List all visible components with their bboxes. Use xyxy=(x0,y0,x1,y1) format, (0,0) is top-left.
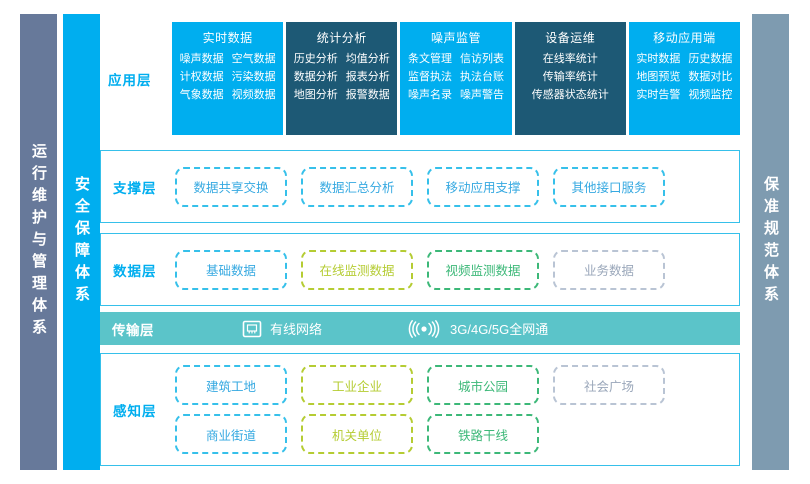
data-chip-video-monitoring[interactable]: 视频监测数据 xyxy=(427,249,539,290)
app-item[interactable]: 传感器状态统计 xyxy=(531,88,609,101)
app-item[interactable]: 空气数据 xyxy=(231,53,276,65)
perception-row: 商业街道 机关单位 铁路干线 xyxy=(175,414,665,454)
app-column-items: 历史分析 均值分析 数据分析 报表分析 地图分析 报警数据 xyxy=(294,52,390,103)
app-item[interactable]: 计权数据 xyxy=(179,70,224,83)
app-column-items: 在线率统计 传输率统计 传感器状态统计 xyxy=(532,52,609,103)
data-chip-business-data[interactable]: 业务数据 xyxy=(553,249,665,290)
app-column-noise-supervision[interactable]: 噪声监管 条文管理 信访列表 监督执法 执法台账 噪声名录 噪声警告 xyxy=(400,22,512,135)
sidebar-operations-management-label: 运行维护与管理体系 xyxy=(30,143,47,341)
app-column-title: 实时数据 xyxy=(202,31,253,45)
app-item[interactable]: 噪声数据 xyxy=(179,53,224,65)
support-layer-chips: 数据共享交换 数据汇总分析 移动应用支撑 其他接口服务 xyxy=(175,166,665,207)
app-item[interactable]: 数据对比 xyxy=(688,70,733,83)
app-column-items: 噪声数据 空气数据 计权数据 污染数据 气象数据 视频数据 xyxy=(180,52,276,103)
app-item[interactable]: 在线率统计 xyxy=(542,53,598,65)
app-item[interactable]: 气象数据 xyxy=(179,88,224,101)
sidebar-security-guarantee: 安全保障体系 xyxy=(63,14,100,470)
app-item[interactable]: 视频监控 xyxy=(688,88,733,101)
app-item[interactable]: 监督执法 xyxy=(408,70,452,83)
app-item[interactable]: 数据分析 xyxy=(293,70,338,83)
app-column-items: 条文管理 信访列表 监督执法 执法台账 噪声名录 噪声警告 xyxy=(408,52,504,103)
app-column-device-operations[interactable]: 设备运维 在线率统计 传输率统计 传感器状态统计 xyxy=(514,22,626,135)
data-layer-chips: 基础数据 在线监测数据 视频监测数据 业务数据 xyxy=(175,249,665,290)
app-item[interactable]: 报警数据 xyxy=(345,88,390,101)
perception-layer-rows: 建筑工地 工业企业 城市公园 社会广场 商业街道 机关单位 铁路干线 xyxy=(175,358,665,461)
transmission-layer: 传输层 有线网络 xyxy=(100,312,740,345)
app-item[interactable]: 污染数据 xyxy=(231,70,276,83)
app-item[interactable]: 信访列表 xyxy=(460,53,504,65)
support-layer: 支撑层 数据共享交换 数据汇总分析 移动应用支撑 其他接口服务 xyxy=(100,150,740,223)
perception-chip-railway-line[interactable]: 铁路干线 xyxy=(427,414,539,454)
app-item[interactable]: 传输率统计 xyxy=(542,70,598,83)
app-item[interactable]: 历史数据 xyxy=(688,53,733,65)
app-item[interactable]: 视频数据 xyxy=(231,88,276,101)
transmission-layer-body: 有线网络 3G/4G/5G全网通 xyxy=(174,312,740,345)
sidebar-standard-specification: 保准规范体系 xyxy=(752,14,789,470)
transmission-item-wireless[interactable]: 3G/4G/5G全网通 xyxy=(406,319,548,338)
transmission-item-wired[interactable]: 有线网络 xyxy=(242,319,322,339)
data-chip-basic-data[interactable]: 基础数据 xyxy=(175,249,287,290)
app-column-realtime-data[interactable]: 实时数据 噪声数据 空气数据 计权数据 污染数据 气象数据 视频数据 xyxy=(172,22,284,135)
data-layer: 数据层 基础数据 在线监测数据 视频监测数据 业务数据 xyxy=(100,233,740,306)
support-chip-other-interface[interactable]: 其他接口服务 xyxy=(553,166,665,207)
perception-chip-city-park[interactable]: 城市公园 xyxy=(427,365,539,405)
app-item[interactable]: 均值分析 xyxy=(345,53,390,65)
perception-layer-body: 建筑工地 工业企业 城市公园 社会广场 商业街道 机关单位 铁路干线 xyxy=(175,354,739,465)
app-item[interactable]: 实时告警 xyxy=(636,88,681,101)
app-column-title: 噪声监管 xyxy=(431,31,482,45)
app-column-mobile-application[interactable]: 移动应用端 实时数据 历史数据 地图预览 数据对比 实时告警 视频监控 xyxy=(628,22,741,135)
transmission-item-wireless-label: 3G/4G/5G全网通 xyxy=(450,322,549,337)
perception-chip-construction-site[interactable]: 建筑工地 xyxy=(175,365,287,405)
transmission-items: 有线网络 3G/4G/5G全网通 xyxy=(174,319,548,339)
sidebar-security-guarantee-label: 安全保障体系 xyxy=(73,176,90,308)
ethernet-port-icon xyxy=(242,319,262,339)
app-item[interactable]: 噪声警告 xyxy=(460,88,504,101)
app-column-title: 移动应用端 xyxy=(653,31,716,45)
app-item[interactable]: 历史分析 xyxy=(293,53,338,65)
support-chip-mobile-support[interactable]: 移动应用支撑 xyxy=(427,166,539,207)
application-layer-columns: 实时数据 噪声数据 空气数据 计权数据 污染数据 气象数据 视频数据 统计分析 … xyxy=(172,22,741,135)
app-column-items: 实时数据 历史数据 地图预览 数据对比 实时告警 视频监控 xyxy=(636,52,732,103)
app-column-title: 设备运维 xyxy=(545,31,596,45)
app-item[interactable]: 噪声名录 xyxy=(408,88,452,101)
perception-chip-industrial-enterprise[interactable]: 工业企业 xyxy=(301,365,413,405)
app-item[interactable]: 报表分析 xyxy=(345,70,390,83)
app-item[interactable]: 条文管理 xyxy=(408,53,452,65)
app-item[interactable]: 地图预览 xyxy=(636,70,681,83)
transmission-layer-label: 传输层 xyxy=(112,322,154,338)
perception-chip-commercial-street[interactable]: 商业街道 xyxy=(175,414,287,454)
data-layer-label: 数据层 xyxy=(113,263,157,279)
support-chip-data-sharing[interactable]: 数据共享交换 xyxy=(175,166,287,207)
application-layer: 应用层 实时数据 噪声数据 空气数据 计权数据 污染数据 气象数据 视频数据 统… xyxy=(108,22,741,135)
support-layer-body: 数据共享交换 数据汇总分析 移动应用支撑 其他接口服务 xyxy=(175,151,739,222)
app-item[interactable]: 地图分析 xyxy=(293,88,338,101)
perception-chip-government-unit[interactable]: 机关单位 xyxy=(301,414,413,454)
application-layer-label: 应用层 xyxy=(108,72,152,88)
perception-chip-public-square[interactable]: 社会广场 xyxy=(553,365,665,405)
sidebar-standard-specification-label: 保准规范体系 xyxy=(762,176,779,308)
app-column-statistical-analysis[interactable]: 统计分析 历史分析 均值分析 数据分析 报表分析 地图分析 报警数据 xyxy=(286,22,398,135)
app-item[interactable]: 实时数据 xyxy=(636,53,681,65)
support-chip-data-aggregation[interactable]: 数据汇总分析 xyxy=(301,166,413,207)
transmission-item-wired-label: 有线网络 xyxy=(270,322,323,337)
data-layer-body: 基础数据 在线监测数据 视频监测数据 业务数据 xyxy=(175,234,739,305)
perception-layer-label: 感知层 xyxy=(113,403,157,419)
perception-row: 建筑工地 工业企业 城市公园 社会广场 xyxy=(175,365,665,405)
perception-layer: 感知层 建筑工地 工业企业 城市公园 社会广场 商业街道 机关单位 铁路干线 xyxy=(100,353,740,466)
app-item[interactable]: 执法台账 xyxy=(460,70,504,83)
sidebar-operations-management: 运行维护与管理体系 xyxy=(20,14,57,470)
wireless-signal-icon xyxy=(406,319,442,338)
data-chip-online-monitoring[interactable]: 在线监测数据 xyxy=(301,249,413,290)
support-layer-label: 支撑层 xyxy=(113,180,157,196)
app-column-title: 统计分析 xyxy=(316,31,367,45)
